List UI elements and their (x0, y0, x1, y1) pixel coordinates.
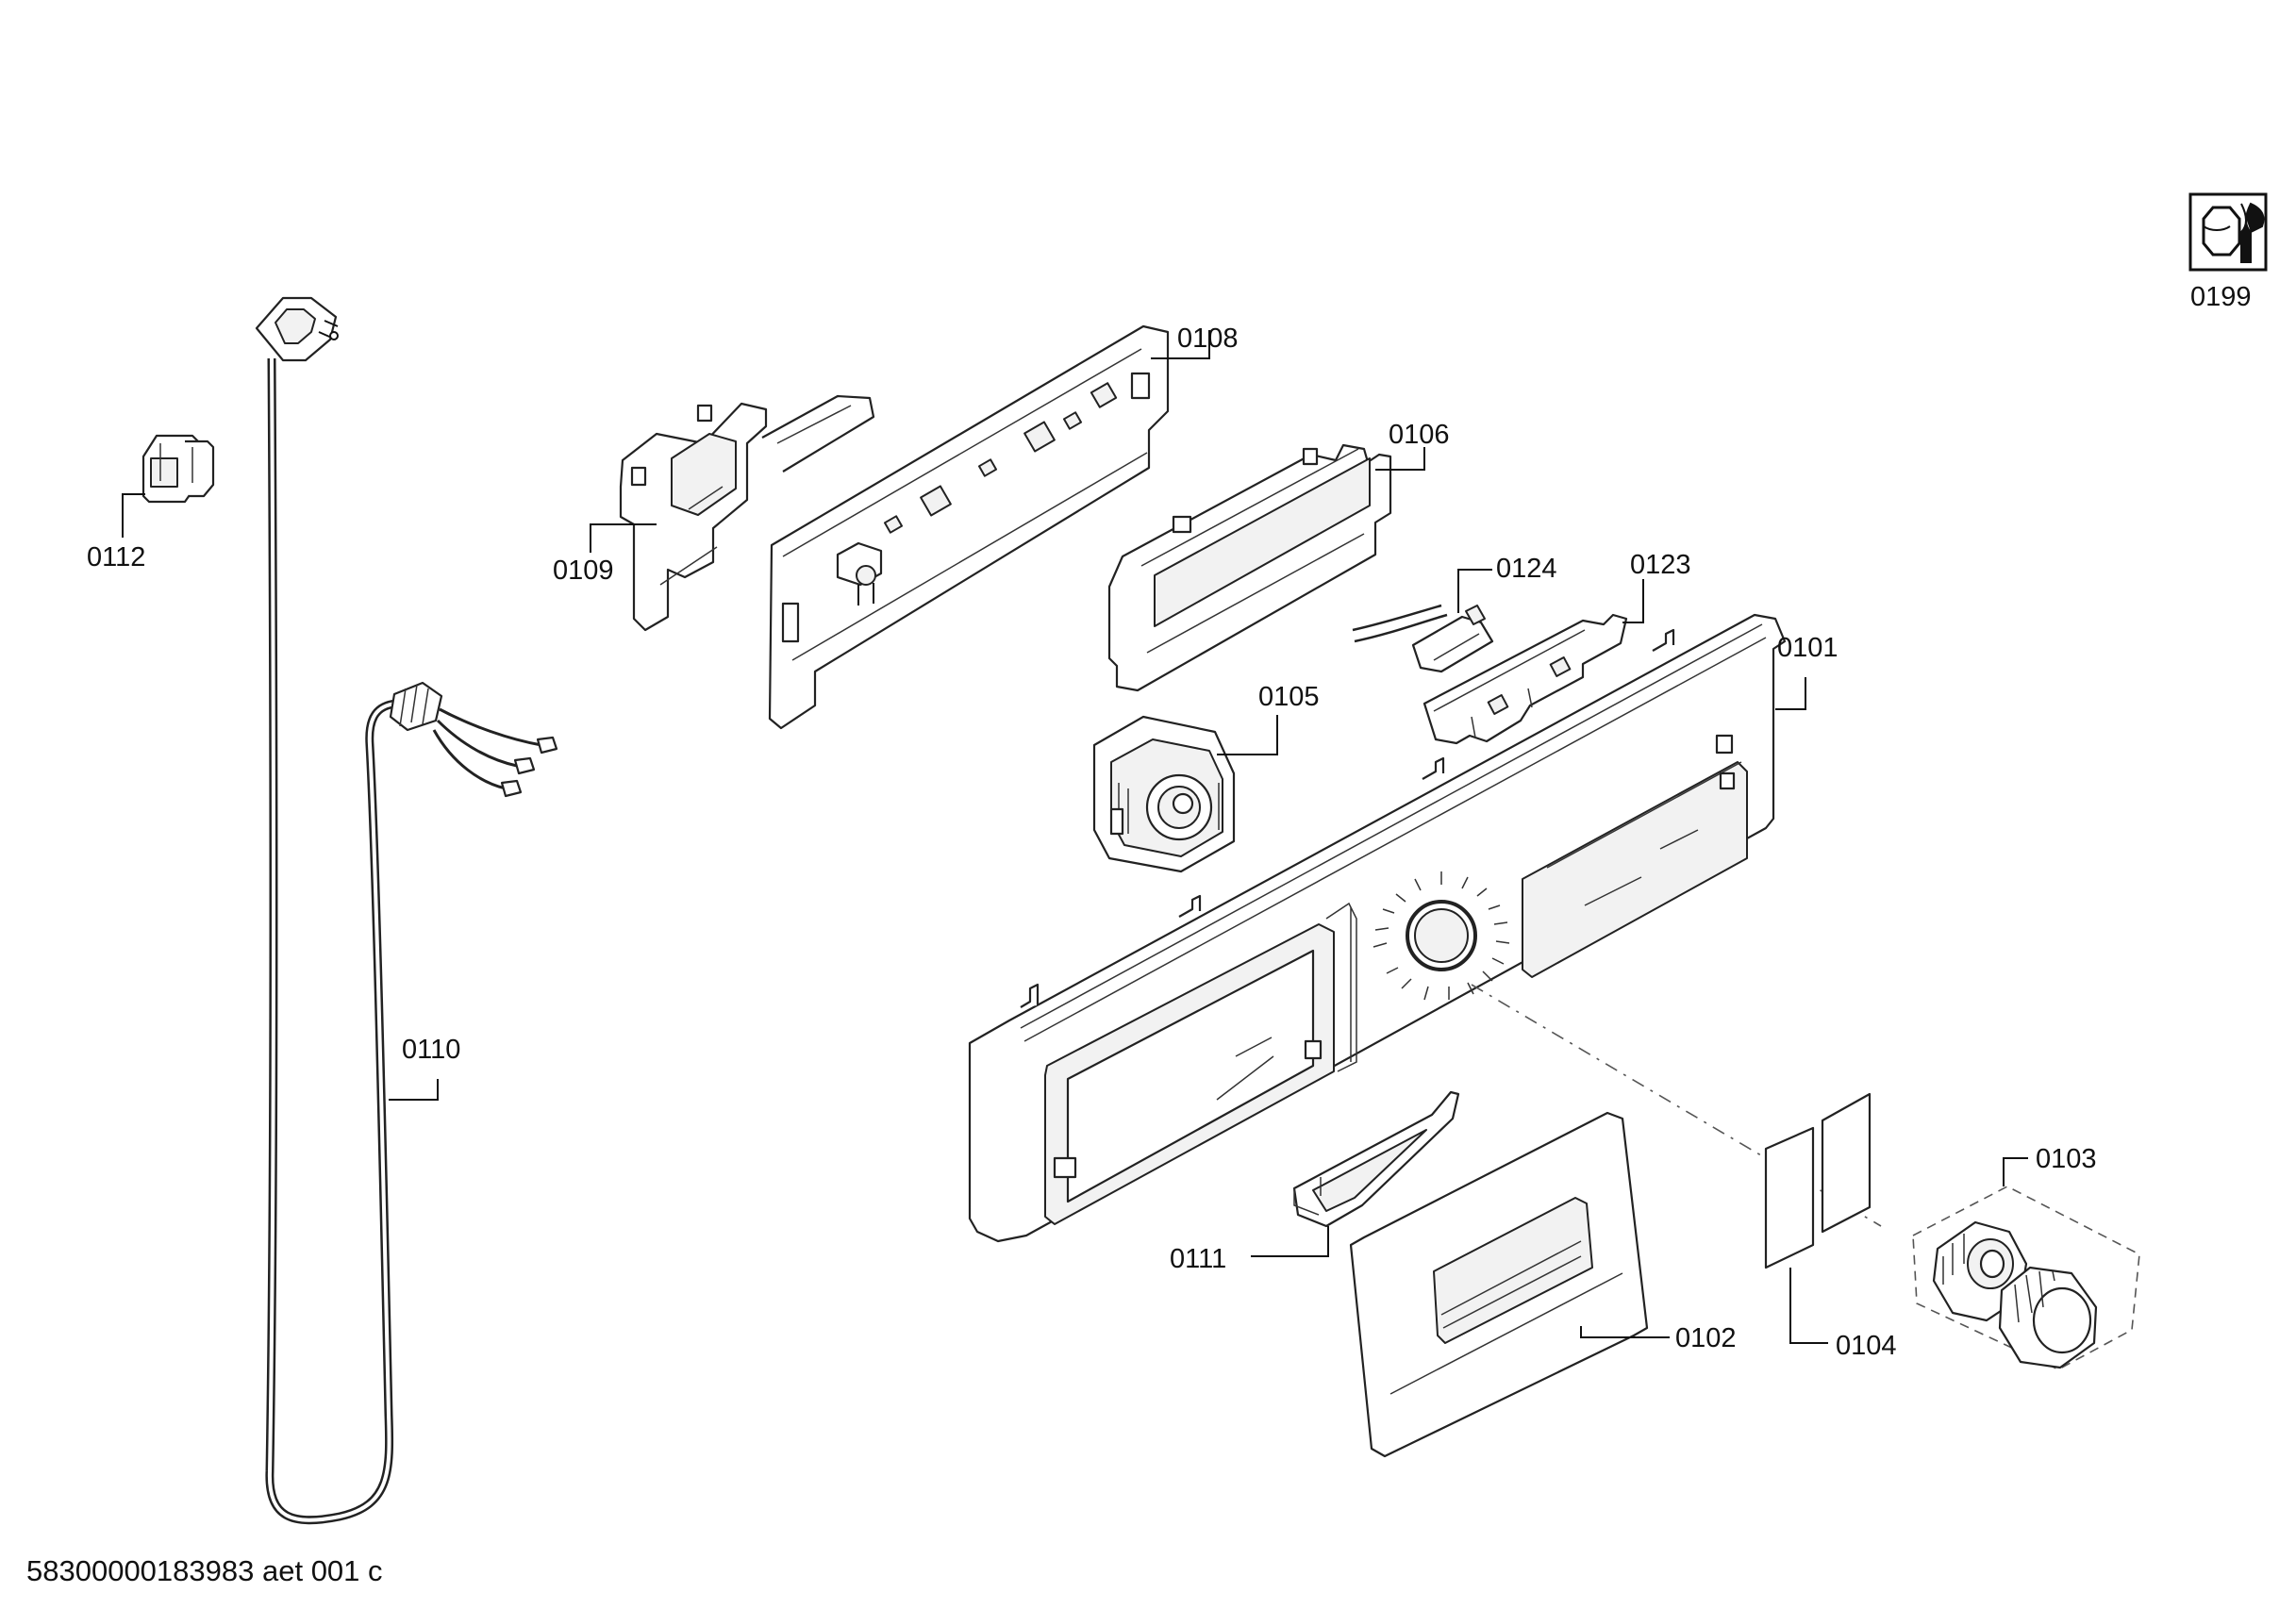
part-0110-power-cord[interactable] (255, 296, 558, 1525)
leader-0108 (1151, 330, 1210, 359)
part-0123-board-holder[interactable] (1423, 613, 1628, 745)
leader-0112 (122, 493, 145, 538)
label-0108: 0108 (1177, 323, 1239, 354)
label-0101: 0101 (1777, 633, 1838, 663)
part-0101-control-panel[interactable] (968, 613, 1787, 1243)
part-0105-selector-housing[interactable] (1092, 715, 1236, 873)
leader-0105 (1217, 715, 1278, 755)
label-0109: 0109 (553, 556, 614, 586)
label-0110: 0110 (402, 1035, 460, 1065)
part-0111-drawer-bracket[interactable] (1292, 1090, 1460, 1228)
part-0109-module-bracket[interactable] (619, 394, 875, 632)
leader-0103 (2003, 1157, 2028, 1186)
part-0103-knob-set[interactable] (1912, 1186, 2140, 1370)
label-0106: 0106 (1389, 420, 1450, 450)
part-0106-display-frame[interactable] (1107, 443, 1392, 692)
leader-0123 (1622, 579, 1644, 623)
part-0112-cable-clip[interactable] (141, 434, 215, 504)
document-id: 58300000183983 aet 001 c (26, 1554, 383, 1587)
part-0104-label-set[interactable] (1764, 1092, 1872, 1269)
label-0102: 0102 (1675, 1323, 1737, 1353)
leader-0111 (1251, 1226, 1329, 1257)
label-0103: 0103 (2036, 1144, 2097, 1174)
leader-0104 (1789, 1268, 1828, 1344)
leader-0101 (1775, 677, 1806, 710)
label-0112: 0112 (87, 542, 145, 572)
leader-0102 (1580, 1326, 1670, 1338)
label-0111: 0111 (1170, 1244, 1226, 1274)
leader-0106 (1375, 447, 1425, 471)
label-0104: 0104 (1836, 1331, 1897, 1361)
part-0124-sensor[interactable] (1352, 604, 1494, 673)
leader-0109 (590, 523, 657, 553)
leader-0110 (389, 1079, 439, 1101)
label-0199: 0199 (2190, 282, 2252, 312)
part-0108-control-board[interactable] (768, 324, 1170, 730)
service-tools-icon (2188, 192, 2268, 272)
label-0105: 0105 (1258, 682, 1320, 712)
label-0123: 0123 (1630, 550, 1691, 580)
leader-0124 (1457, 569, 1492, 613)
label-0124: 0124 (1496, 554, 1557, 584)
part-0102-drawer-handle[interactable] (1349, 1111, 1649, 1458)
